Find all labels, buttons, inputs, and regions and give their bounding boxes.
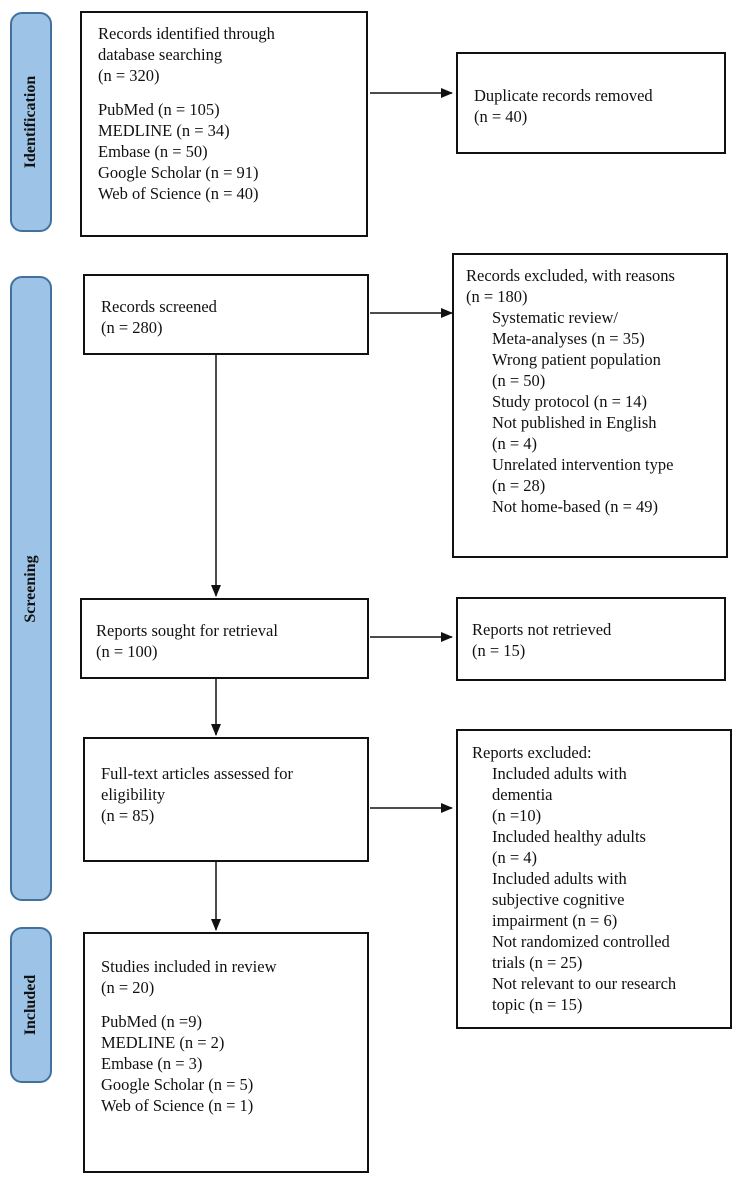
exclusion-reason: Not home-based (n = 49) [492,497,659,516]
source-pubmed: PubMed (n = 105) [98,100,220,119]
reports-excluded-label: Reports excluded: [472,743,592,762]
sought-label: Reports sought for retrieval [96,621,278,640]
not-retrieved-label: Reports not retrieved [472,620,612,639]
records-identified-line: database searching [98,45,223,64]
records-identified-count: (n = 320) [98,66,160,85]
exclusion-reason: trials (n = 25) [492,953,583,972]
exclusion-reason: Included healthy adults [492,827,646,846]
exclusion-reason: dementia [492,785,553,804]
exclusion-reason: Not published in English [492,413,657,432]
exclusion-reason: Included adults with [492,764,627,783]
sought-count: (n = 100) [96,642,158,661]
duplicates-label: Duplicate records removed [474,86,653,105]
reports-not-retrieved-box: Reports not retrieved (n = 15) [456,597,726,681]
phase-identification: Identification [10,12,52,232]
included-source-google-scholar: Google Scholar (n = 5) [101,1075,254,1094]
exclusion-reason: Study protocol (n = 14) [492,392,648,411]
source-medline: MEDLINE (n = 34) [98,121,230,140]
records-screened-box: Records screened (n = 280) [83,274,369,355]
phase-included: Included [10,927,52,1083]
exclusion-reason: topic (n = 15) [492,995,583,1014]
source-google-scholar: Google Scholar (n = 91) [98,163,259,182]
assessed-count: (n = 85) [101,806,155,825]
exclusion-reason: Wrong patient population [492,350,661,369]
exclusion-reason: Included adults with [492,869,627,888]
included-source-pubmed: PubMed (n =9) [101,1012,202,1031]
exclusion-reason: (n = 4) [492,848,538,867]
duplicates-count: (n = 40) [474,107,528,126]
exclusion-reason: Meta-analyses (n = 35) [492,329,645,348]
included-source-embase: Embase (n = 3) [101,1054,203,1073]
assessed-label: Full-text articles assessed for [101,764,293,783]
included-source-medline: MEDLINE (n = 2) [101,1033,225,1052]
exclusion-reason: Systematic review/ [492,308,619,327]
exclusion-reason: Not relevant to our research [492,974,677,993]
records-excluded-label: Records excluded, with reasons [466,266,675,285]
exclusion-reason: (n = 28) [492,476,546,495]
exclusion-reason: Not randomized controlled [492,932,670,951]
exclusion-reason: subjective cognitive [492,890,625,909]
phase-screening: Screening [10,276,52,901]
source-embase: Embase (n = 50) [98,142,208,161]
included-label: Studies included in review [101,957,277,976]
exclusion-reason: (n = 50) [492,371,546,390]
included-count: (n = 20) [101,978,155,997]
records-identified-box: Records identified through database sear… [80,11,368,237]
records-excluded-count: (n = 180) [466,287,528,306]
records-identified-line: Records identified through [98,24,275,43]
duplicates-removed-box: Duplicate records removed (n = 40) [456,52,726,154]
exclusion-reason: impairment (n = 6) [492,911,618,930]
source-web-of-science: Web of Science (n = 40) [98,184,259,203]
not-retrieved-count: (n = 15) [472,641,526,660]
full-text-assessed-box: Full-text articles assessed for eligibil… [83,737,369,862]
included-source-web-of-science: Web of Science (n = 1) [101,1096,254,1115]
reports-excluded-box: Reports excluded: Included adults with d… [456,729,732,1029]
records-excluded-box: Records excluded, with reasons (n = 180)… [452,253,728,558]
reports-sought-box: Reports sought for retrieval (n = 100) [80,598,369,679]
screened-count: (n = 280) [101,318,163,337]
exclusion-reason: Unrelated intervention type [492,455,674,474]
exclusion-reason: (n =10) [492,806,542,825]
studies-included-box: Studies included in review (n = 20) PubM… [83,932,369,1173]
screened-label: Records screened [101,297,217,316]
assessed-label: eligibility [101,785,166,804]
exclusion-reason: (n = 4) [492,434,538,453]
